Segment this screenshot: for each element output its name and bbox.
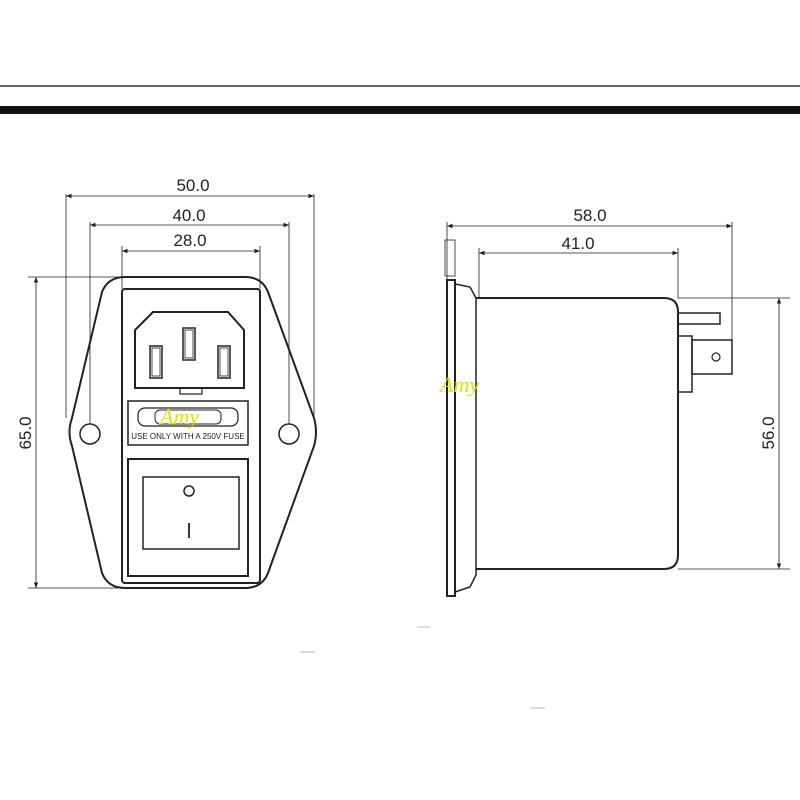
fuse-warning-label: USE ONLY WITH A 250V FUSE (131, 432, 245, 441)
dim-side-overall-depth-label: 58.0 (573, 206, 606, 225)
side-flange (446, 279, 456, 597)
side-bezel (454, 283, 477, 593)
dim-side-body-depth-label: 41.0 (561, 234, 594, 253)
rocker-switch-frame (127, 458, 249, 577)
switch-off-symbol (183, 485, 195, 497)
watermark-side: Amy (438, 372, 479, 397)
front-body-outline (121, 288, 261, 584)
front-flange-outline (68, 276, 317, 589)
fuse-drawer (127, 400, 249, 446)
dim-side-body-depth: 41.0 (478, 234, 679, 298)
rocker-switch-button (142, 476, 240, 550)
dim-side-overall-depth: 58.0 (446, 206, 733, 340)
dim-front-hole-spacing-label: 40.0 (172, 206, 205, 225)
front-view: USE ONLY WITH A 250V FUSE 50.0 40.0 28.0 (16, 176, 317, 589)
side-view: 58.0 41.0 56.0 (444, 206, 790, 597)
dim-front-body-width-label: 28.0 (173, 231, 206, 250)
mounting-hole-left (79, 423, 101, 445)
scan-marks (300, 626, 545, 709)
side-body-outline (476, 297, 679, 570)
dim-front-height-label: 65.0 (16, 416, 35, 449)
dim-side-height: 56.0 (678, 297, 790, 570)
side-terminals (677, 312, 733, 393)
dim-front-body-width: 28.0 (121, 231, 261, 289)
watermark-front: Amy (158, 404, 199, 429)
dim-front-height: 65.0 (16, 276, 125, 589)
iec-inlet-outline (134, 311, 245, 389)
header-border (0, 85, 800, 114)
dim-front-hole-spacing: 40.0 (89, 206, 290, 424)
mounting-hole-right (278, 423, 300, 445)
dim-front-overall-width: 50.0 (65, 176, 315, 418)
dim-front-overall-width-label: 50.0 (176, 176, 209, 195)
dim-side-height-label: 56.0 (759, 416, 778, 449)
inlet-pins (149, 327, 231, 379)
